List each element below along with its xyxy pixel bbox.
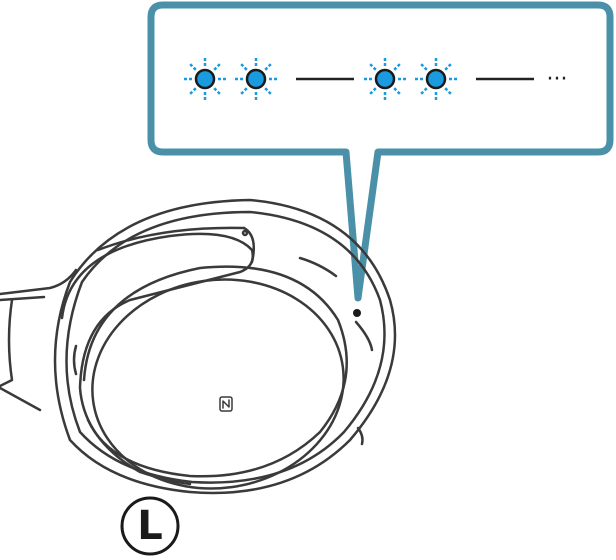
- blinking-led-icon: [364, 58, 406, 100]
- led-ray: [444, 87, 452, 95]
- led-ray: [213, 63, 221, 71]
- side-slot: [72, 344, 78, 376]
- led-ray: [264, 87, 272, 95]
- led-ray: [264, 63, 272, 71]
- custom-button: [298, 256, 338, 278]
- touch-sensor-panel: [91, 278, 345, 490]
- repeat-ellipsis: ···: [547, 67, 568, 92]
- led-ray: [189, 87, 197, 95]
- headband: [0, 268, 78, 296]
- led-ray: [213, 87, 221, 95]
- indicator-led: [353, 309, 361, 317]
- nfc-mark-icon: [219, 396, 233, 412]
- outer-housing: [53, 198, 397, 495]
- headband-slider: [0, 298, 14, 388]
- led-ray: [444, 63, 452, 71]
- led-ray: [369, 87, 377, 95]
- led-ray: [393, 63, 401, 71]
- led-ray: [240, 87, 248, 95]
- led-ray: [393, 87, 401, 95]
- led-ray: [369, 63, 377, 71]
- blink-sequence: ···: [184, 58, 567, 100]
- ear-pad-inner: [96, 226, 246, 252]
- headband-edge: [0, 295, 46, 302]
- bottom-jack: [356, 426, 364, 446]
- led-ray: [240, 63, 248, 71]
- headphone-left-earcup: [0, 198, 397, 495]
- led-ray: [189, 63, 197, 71]
- callout-frame: [147, 1, 614, 302]
- blinking-led-icon: [184, 58, 226, 100]
- mic-hole: [241, 229, 249, 237]
- power-button: [354, 320, 374, 352]
- led-ray: [420, 63, 428, 71]
- headband-lower: [0, 386, 42, 412]
- housing-rim: [65, 210, 386, 484]
- side-label-l: L: [137, 503, 163, 549]
- side-marker-circle: [120, 496, 180, 556]
- upper-grip: [242, 226, 255, 264]
- blinking-led-icon: [235, 58, 277, 100]
- blinking-led-icon: [415, 58, 457, 100]
- led-ray: [420, 87, 428, 95]
- panel-ring: [82, 265, 348, 478]
